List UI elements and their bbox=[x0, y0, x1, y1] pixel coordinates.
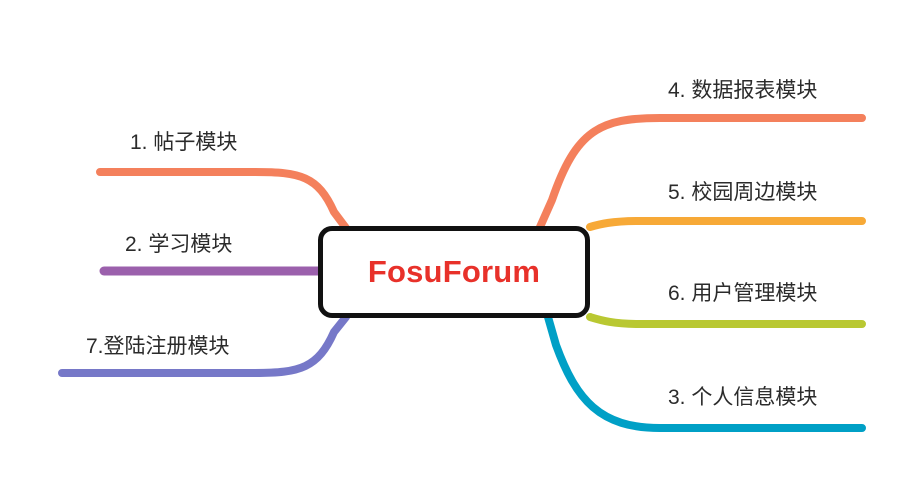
branch-label-branch-7[interactable]: 7.登陆注册模块 bbox=[86, 335, 230, 358]
branch-label-branch-2[interactable]: 2. 学习模块 bbox=[125, 233, 233, 256]
branch-curve[interactable] bbox=[536, 114, 866, 231]
branch-curve[interactable] bbox=[96, 168, 350, 232]
branch-curve[interactable] bbox=[58, 313, 350, 377]
branch-label-branch-1[interactable]: 1. 帖子模块 bbox=[130, 131, 238, 154]
branch-curve[interactable] bbox=[586, 313, 866, 328]
branch-label-branch-6[interactable]: 6. 用户管理模块 bbox=[668, 282, 818, 305]
branch-curve[interactable] bbox=[586, 217, 866, 231]
branch-curve[interactable] bbox=[544, 313, 866, 432]
branch-label-branch-5[interactable]: 5. 校园周边模块 bbox=[668, 181, 818, 204]
branch-label-branch-4[interactable]: 4. 数据报表模块 bbox=[668, 79, 818, 102]
branch-label-branch-3[interactable]: 3. 个人信息模块 bbox=[668, 386, 818, 409]
central-node[interactable]: FosuForum bbox=[318, 226, 590, 318]
central-node-label: FosuForum bbox=[367, 254, 541, 289]
